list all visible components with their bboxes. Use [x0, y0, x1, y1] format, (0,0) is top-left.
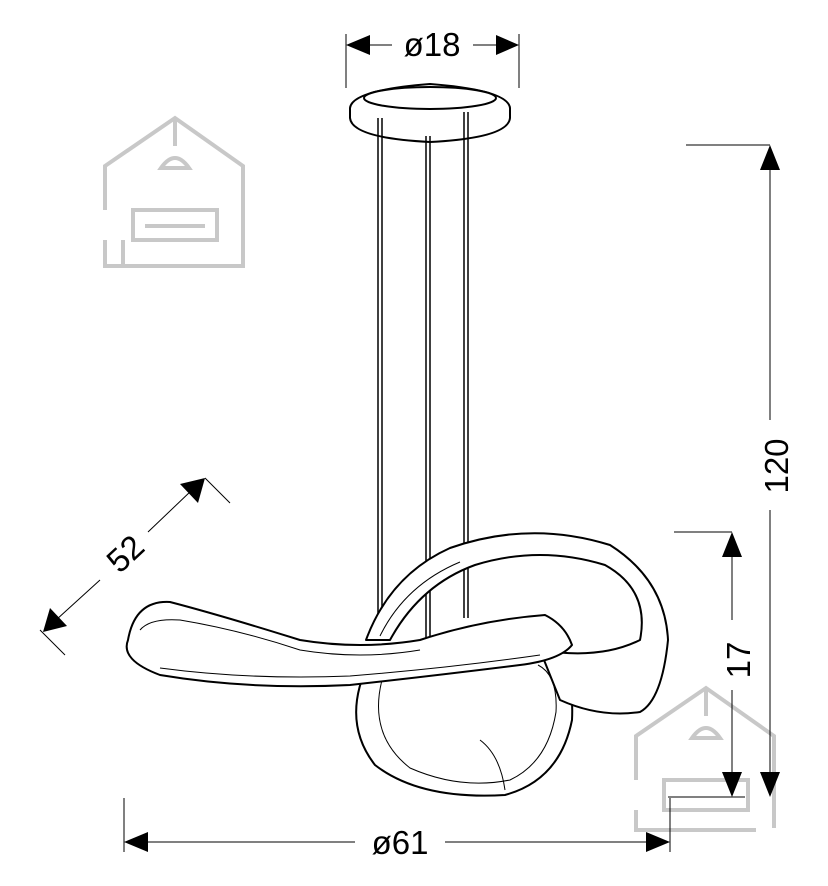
dimension-ring-height: 17 — [668, 531, 757, 798]
total-height-label: 120 — [758, 438, 795, 493]
dimension-ring-diameter: ø61 — [123, 798, 671, 861]
arrow-head — [346, 35, 370, 55]
arrow-head — [722, 532, 742, 557]
dimension-total-height: 120 — [686, 144, 795, 797]
canopy-diameter-label: ø18 — [404, 26, 461, 63]
dimension-canopy-diameter: ø18 — [345, 26, 520, 88]
lamp-ring — [125, 532, 669, 797]
arrow-head — [760, 145, 780, 170]
ring-diameter-label: ø61 — [372, 824, 429, 861]
house-lamp-sofa-icon — [103, 115, 245, 268]
ring-depth-label: 52 — [99, 528, 151, 580]
suspension-wires — [377, 112, 469, 640]
arrow-head — [180, 478, 205, 503]
arrow-head — [124, 832, 148, 852]
ring-height-label: 17 — [720, 642, 757, 679]
house-lamp-sofa-icon — [634, 685, 776, 832]
arrow-head — [496, 35, 519, 55]
ceiling-canopy — [349, 83, 511, 143]
arrow-head — [646, 832, 670, 852]
arrow-head — [722, 772, 742, 797]
arrow-head — [43, 608, 67, 632]
arrow-head — [760, 772, 780, 797]
